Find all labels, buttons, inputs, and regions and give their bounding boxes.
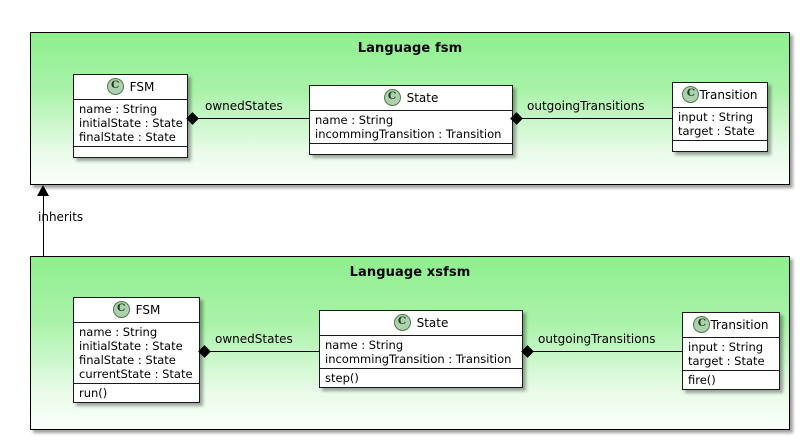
attribute-row: target : State [688, 354, 765, 368]
attribute-row: name : String [325, 338, 404, 352]
class-header-state-bottom: C State [320, 311, 522, 336]
class-attributes-state-top: name : String incommingTransition : Tran… [310, 111, 512, 143]
attribute-row: currentState : State [79, 367, 193, 381]
class-box-transition-top[interactable]: C Transition input : String target : Sta… [672, 82, 768, 152]
class-stereotype-icon: C [112, 301, 130, 318]
operation-row: run() [79, 386, 108, 400]
association-label-ownedstates-top: ownedStates [205, 99, 283, 113]
class-stereotype-icon: C [393, 314, 411, 331]
attribute-row: initialState : State [79, 116, 183, 130]
attribute-row: name : String [315, 113, 394, 127]
attribute-row: name : String [79, 102, 158, 116]
class-box-state-bottom[interactable]: C State name : String incommingTransitio… [319, 310, 523, 388]
attribute-row: incommingTransition : Transition [315, 127, 502, 141]
class-name-label: Transition [699, 87, 758, 102]
class-operations-fsm-top [74, 146, 187, 157]
class-attributes-transition-top: input : String target : State [673, 108, 767, 140]
class-header-fsm-bottom: C FSM [74, 298, 199, 323]
inherits-line [43, 195, 44, 256]
class-stereotype-icon: C [106, 78, 124, 95]
class-attributes-fsm-bottom: name : String initialState : State final… [74, 323, 199, 383]
package-title-xsfsm: Language xsfsm [349, 265, 471, 280]
attribute-row: finalState : State [79, 353, 176, 367]
class-box-fsm-top[interactable]: C FSM name : String initialState : State… [73, 74, 188, 158]
association-label-ownedstates-bottom: ownedStates [215, 332, 293, 346]
operation-row: fire() [688, 373, 716, 387]
class-name-label: State [406, 90, 439, 105]
attribute-row: target : State [678, 124, 755, 138]
package-title-fsm: Language fsm [357, 41, 463, 56]
association-line-ownedstates-bottom [201, 351, 320, 352]
operation-row: step() [325, 371, 359, 385]
class-header-state-top: C State [310, 86, 512, 111]
class-attributes-fsm-top: name : String initialState : State final… [74, 100, 187, 146]
class-operations-state-bottom: step() [320, 368, 522, 387]
class-attributes-state-bottom: name : String incommingTransition : Tran… [320, 336, 522, 368]
class-stereotype-icon: C [693, 316, 711, 333]
class-box-state-top[interactable]: C State name : String incommingTransitio… [309, 85, 513, 155]
class-operations-state-top [310, 143, 512, 154]
class-name-label: FSM [129, 79, 155, 94]
association-line-ownedstates-top [189, 118, 310, 119]
attribute-row: input : String [688, 340, 764, 354]
attribute-row: input : String [678, 110, 754, 124]
attribute-row: initialState : State [79, 339, 183, 353]
class-header-fsm-top: C FSM [74, 75, 187, 100]
inherits-label: inherits [38, 210, 84, 224]
class-name-label: Transition [710, 317, 769, 332]
class-header-transition-bottom: C Transition [683, 313, 779, 338]
class-stereotype-icon: C [682, 86, 700, 103]
attribute-row: name : String [79, 325, 158, 339]
class-box-fsm-bottom[interactable]: C FSM name : String initialState : State… [73, 297, 200, 403]
class-name-label: FSM [135, 302, 161, 317]
attribute-row: finalState : State [79, 130, 176, 144]
class-name-label: State [416, 315, 449, 330]
class-header-transition-top: C Transition [673, 83, 767, 108]
association-line-outgoingtransitions-bottom [524, 351, 683, 352]
class-operations-transition-top [673, 140, 767, 151]
class-operations-transition-bottom: fire() [683, 370, 779, 389]
attribute-row: incommingTransition : Transition [325, 352, 512, 366]
class-operations-fsm-bottom: run() [74, 383, 199, 402]
association-line-outgoingtransitions-top [513, 118, 673, 119]
association-label-outgoingtransitions-bottom: outgoingTransitions [538, 332, 656, 346]
class-stereotype-icon: C [383, 89, 401, 106]
class-attributes-transition-bottom: input : String target : State [683, 338, 779, 370]
class-box-transition-bottom[interactable]: C Transition input : String target : Sta… [682, 312, 780, 390]
association-label-outgoingtransitions-top: outgoingTransitions [527, 99, 645, 113]
inherits-arrowhead-icon [37, 185, 49, 196]
